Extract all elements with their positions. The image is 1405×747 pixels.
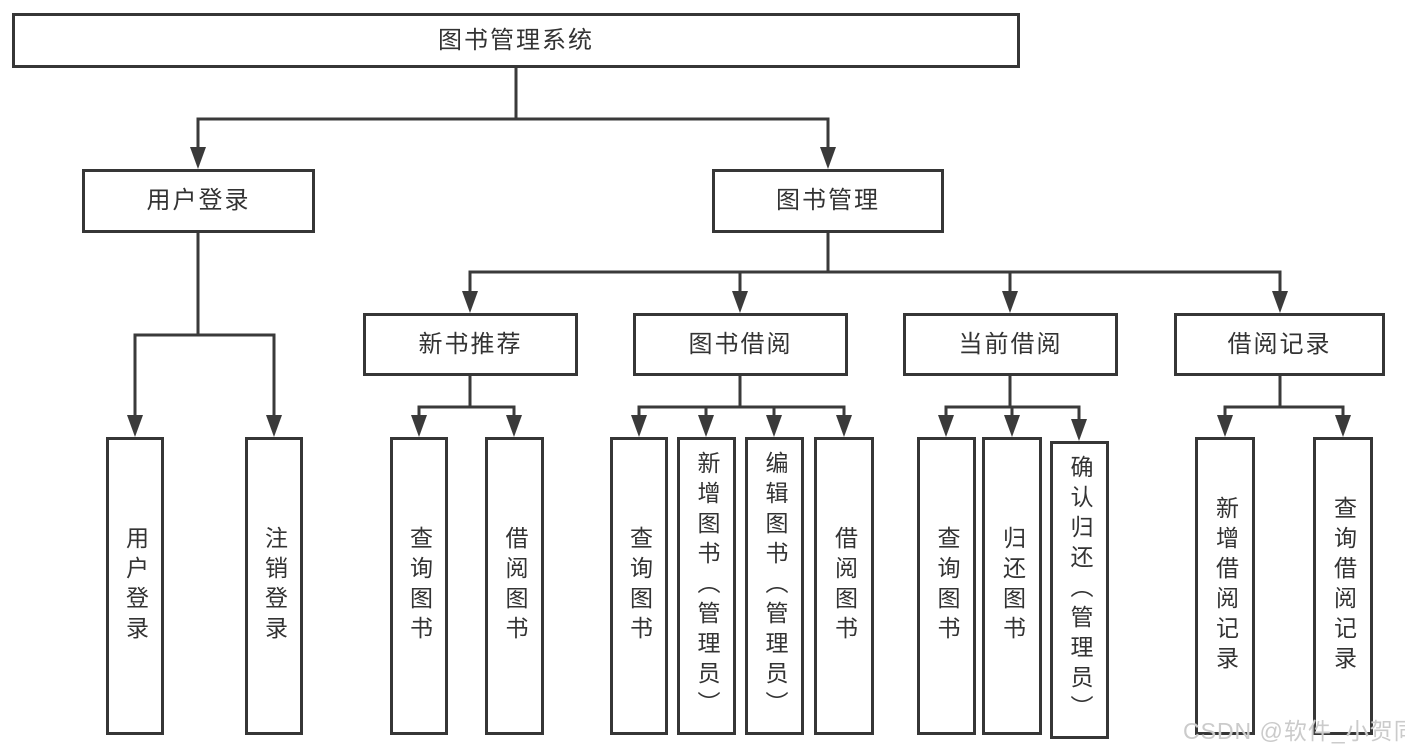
connector-root-bar xyxy=(196,117,830,151)
node-new-book-recommend: 新书推荐 xyxy=(363,313,578,376)
leaf-logout-label: 注销登录 xyxy=(261,526,288,646)
arrowhead-icon xyxy=(190,147,206,169)
node-book-borrow: 图书借阅 xyxy=(633,313,848,376)
leaf-currentborrow-return: 归还图书 xyxy=(982,437,1042,735)
arrowhead-icon xyxy=(698,415,714,437)
leaf-bookborrow-borrow-label: 借阅图书 xyxy=(831,526,858,646)
leaf-user-login: 用户登录 xyxy=(106,437,164,735)
arrowhead-icon xyxy=(1004,415,1020,437)
arrowhead-icon xyxy=(732,291,748,313)
node-book-management: 图书管理 xyxy=(712,169,944,233)
leaf-currentborrow-confirm-label: 确认归还（管理员） xyxy=(1067,455,1093,725)
node-root: 图书管理系统 xyxy=(12,13,1020,68)
leaf-logout: 注销登录 xyxy=(245,437,303,735)
leaf-newbook-borrow: 借阅图书 xyxy=(485,437,544,735)
leaf-bookborrow-edit: 编辑图书（管理员） xyxy=(745,437,804,735)
leaf-currentborrow-return-label: 归还图书 xyxy=(999,526,1026,646)
leaf-currentborrow-query: 查询图书 xyxy=(917,437,976,735)
leaf-bookborrow-add-label: 新增图书（管理员） xyxy=(694,451,720,721)
leaf-user-login-label: 用户登录 xyxy=(122,526,149,646)
leaf-currentborrow-confirm: 确认归还（管理员） xyxy=(1050,441,1109,739)
arrowhead-icon xyxy=(411,415,427,437)
leaf-borrowrecord-add-label: 新增借阅记录 xyxy=(1212,496,1239,676)
node-user-login: 用户登录 xyxy=(82,169,315,233)
arrowhead-icon xyxy=(1272,291,1288,313)
csdn-watermark: CSDN @软件_小贺同学 xyxy=(1183,718,1405,744)
node-book-borrow-label: 图书借阅 xyxy=(688,330,793,358)
leaf-bookborrow-borrow: 借阅图书 xyxy=(814,437,874,735)
node-current-borrow-label: 当前借阅 xyxy=(958,330,1063,358)
node-borrow-record: 借阅记录 xyxy=(1174,313,1385,376)
leaf-bookborrow-query-label: 查询图书 xyxy=(626,526,653,646)
connector-bookmgmt-bar xyxy=(468,270,1282,297)
node-root-label: 图书管理系统 xyxy=(438,26,594,54)
node-borrow-record-label: 借阅记录 xyxy=(1227,330,1332,358)
leaf-borrowrecord-query: 查询借阅记录 xyxy=(1313,437,1373,735)
arrowhead-icon xyxy=(938,415,954,437)
leaf-bookborrow-edit-label: 编辑图书（管理员） xyxy=(762,451,788,721)
connector-borrowrecord-bar xyxy=(1223,405,1345,423)
node-current-borrow: 当前借阅 xyxy=(903,313,1118,376)
leaf-newbook-query: 查询图书 xyxy=(390,437,448,735)
arrowhead-icon xyxy=(820,147,836,169)
connector-userlogin-bar xyxy=(133,333,276,421)
node-new-book-recommend-label: 新书推荐 xyxy=(418,330,523,358)
arrowhead-icon xyxy=(266,415,282,437)
leaf-bookborrow-add: 新增图书（管理员） xyxy=(677,437,736,735)
leaf-currentborrow-query-label: 查询图书 xyxy=(934,526,960,646)
arrowhead-icon xyxy=(462,291,478,313)
arrowhead-icon xyxy=(506,415,522,437)
arrowhead-icon xyxy=(1002,291,1018,313)
arrowhead-icon xyxy=(836,415,852,437)
node-user-login-label: 用户登录 xyxy=(146,187,251,214)
connector-bookborrow-bar xyxy=(637,405,846,423)
leaf-newbook-query-label: 查询图书 xyxy=(406,526,433,646)
leaf-borrowrecord-add: 新增借阅记录 xyxy=(1195,437,1255,735)
arrowhead-icon xyxy=(766,415,782,437)
leaf-newbook-borrow-label: 借阅图书 xyxy=(502,526,528,646)
connector-newbook-bar xyxy=(417,405,516,423)
arrowhead-icon xyxy=(631,415,647,437)
arrowhead-icon xyxy=(1217,415,1233,437)
leaf-borrowrecord-query-label: 查询借阅记录 xyxy=(1330,496,1357,676)
node-book-management-label: 图书管理 xyxy=(776,187,880,214)
arrowhead-icon xyxy=(127,415,143,437)
arrowhead-icon xyxy=(1071,419,1087,441)
arrowhead-icon xyxy=(1335,415,1351,437)
leaf-bookborrow-query: 查询图书 xyxy=(610,437,668,735)
